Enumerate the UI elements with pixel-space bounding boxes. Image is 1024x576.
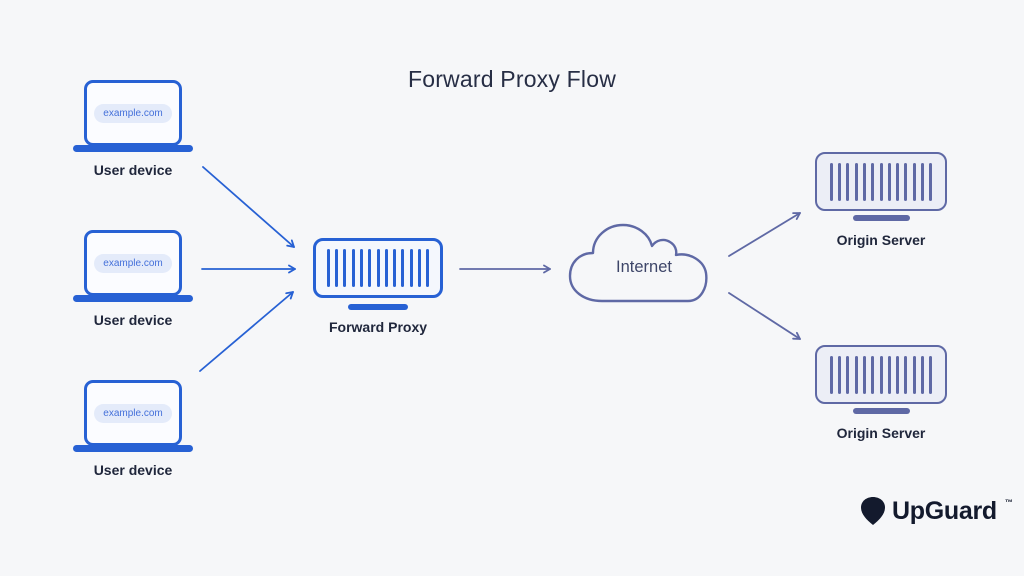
user-device-1: example.com User device	[73, 80, 193, 178]
user-device-label: User device	[93, 312, 173, 328]
browser-url-pill: example.com	[94, 403, 172, 423]
user-device-label: User device	[93, 162, 173, 178]
internet-label: Internet	[616, 258, 672, 276]
server-stand	[348, 304, 408, 310]
forward-proxy-node: Forward Proxy	[313, 238, 443, 335]
laptop-base	[73, 145, 193, 152]
origin-server-2: Origin Server	[815, 345, 947, 441]
arrow-device3-to-proxy	[199, 291, 294, 372]
user-device-2: example.com User device	[73, 230, 193, 328]
user-device-label: User device	[93, 462, 173, 478]
laptop-icon: example.com	[84, 230, 182, 296]
user-device-3: example.com User device	[73, 380, 193, 478]
cloud-icon	[568, 223, 708, 303]
browser-url-pill: example.com	[94, 253, 172, 273]
upguard-logo: UpGuard ™	[861, 497, 1013, 525]
trademark-symbol: ™	[1004, 497, 1013, 507]
origin-server-1: Origin Server	[815, 152, 947, 248]
arrow-internet-to-origin2	[728, 292, 801, 340]
laptop-base	[73, 295, 193, 302]
arrow-internet-to-origin1	[728, 212, 801, 257]
laptop-icon: example.com	[84, 80, 182, 146]
laptop-icon: example.com	[84, 380, 182, 446]
server-grille	[829, 355, 933, 394]
arrow-device1-to-proxy	[202, 166, 295, 248]
origin-server-label: Origin Server	[836, 424, 926, 441]
origin-server-icon	[815, 152, 947, 211]
server-stand	[852, 215, 910, 221]
forward-proxy-label: Forward Proxy	[328, 319, 428, 335]
upguard-wordmark: UpGuard	[892, 496, 997, 525]
diagram-title: Forward Proxy Flow	[407, 66, 617, 92]
origin-server-label: Origin Server	[836, 231, 926, 248]
server-grille	[326, 249, 430, 287]
server-grille	[829, 162, 933, 201]
upguard-pick-icon	[861, 497, 885, 525]
laptop-base	[73, 445, 193, 452]
browser-url-pill: example.com	[94, 103, 172, 123]
internet-node: Internet	[564, 220, 724, 306]
server-stand	[852, 408, 910, 414]
origin-server-icon	[815, 345, 947, 404]
proxy-server-icon	[313, 238, 443, 298]
